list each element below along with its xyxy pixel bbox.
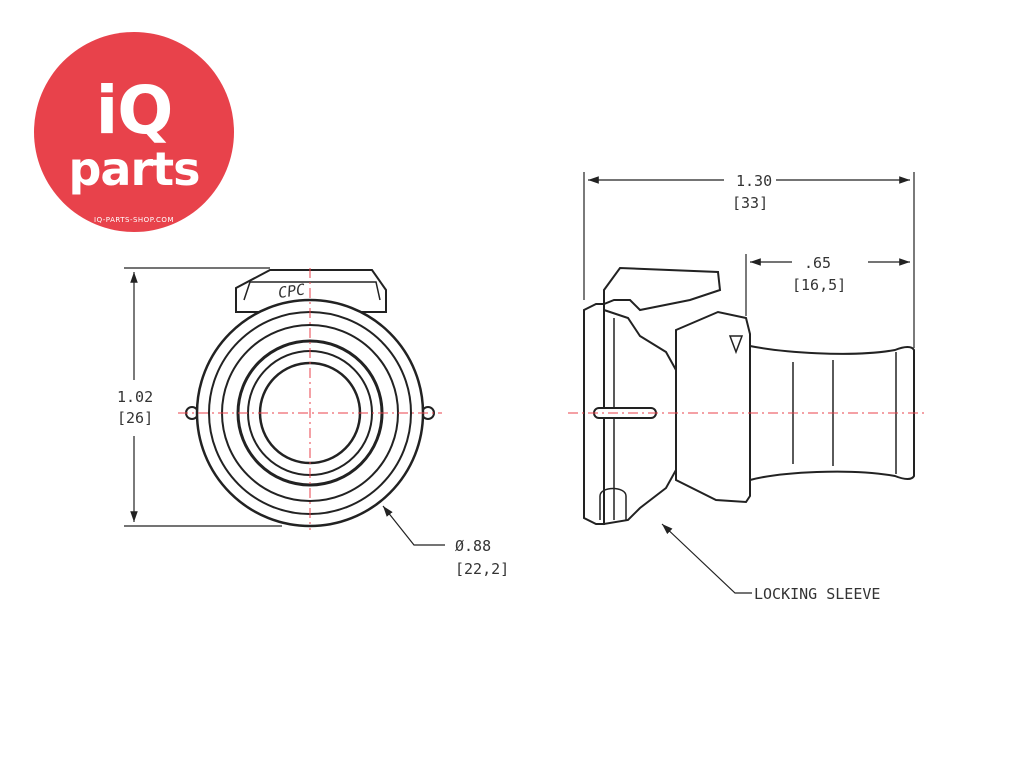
iq-parts-logo: iQ parts IQ-PARTS-SHOP.COM [34,32,234,232]
logo-parts-text: parts [68,142,200,196]
side-collar [675,310,751,504]
diameter-dim-in: Ø.88 [455,537,491,555]
stem-dim-mm: [16,5] [792,276,846,294]
front-cap-inner [243,281,381,301]
length-dim-mm: [33] [732,194,768,212]
logo-iq-text: iQ [95,72,174,149]
side-latch [603,266,722,312]
locking-sleeve-label: LOCKING SLEEVE [754,585,880,603]
diameter-leader [382,505,445,546]
locking-sleeve-leader [661,523,752,594]
height-dim-mm: [26] [117,409,153,427]
length-dim-in: 1.30 [736,172,772,190]
side-length-dimension [583,172,915,348]
side-stem-dimension [745,254,910,316]
stem-dim-in: .65 [804,254,831,272]
logo-url-text: IQ-PARTS-SHOP.COM [94,216,174,224]
side-view [568,266,926,526]
diameter-dim-mm: [22,2] [455,560,509,578]
side-arrow-mark [728,335,744,355]
front-height-dimension [124,267,282,527]
cap-mark: CPC [277,280,306,302]
front-view: CPC [178,268,442,530]
height-dim-in: 1.02 [117,388,153,406]
front-cap [235,269,387,313]
side-clip [599,487,627,520]
